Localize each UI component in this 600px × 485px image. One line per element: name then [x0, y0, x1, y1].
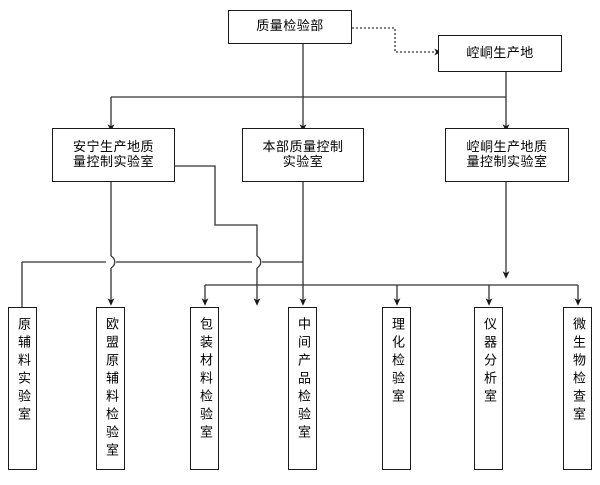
node-root-label: 质量检验部 [256, 19, 324, 35]
node-leaf-eu-raw-material-inspection[interactable]: 欧盟原辅料检验室 [96, 307, 125, 470]
node-lab-kongtong[interactable]: 崆峒生产地质 量控制实验室 [445, 128, 569, 182]
node-lab-anning[interactable]: 安宁生产地质 量控制实验室 [52, 128, 175, 182]
node-leaf-packaging-material-inspection[interactable]: 包装材料检验室 [190, 307, 219, 470]
node-leaf-instrument-analysis-label: 仪器分析室 [481, 317, 496, 407]
node-leaf-microbiology-inspection-label: 微生物检查室 [570, 317, 585, 425]
node-leaf-instrument-analysis[interactable]: 仪器分析室 [474, 307, 503, 470]
node-lab-anning-label: 安宁生产地质 量控制实验室 [72, 139, 154, 170]
node-leaf-raw-material-lab-label: 原辅料实验室 [15, 317, 30, 425]
node-lab-head[interactable]: 本部质量控制 实验室 [242, 128, 364, 182]
node-root[interactable]: 质量检验部 [228, 10, 352, 44]
node-leaf-raw-material-lab[interactable]: 原辅料实验室 [8, 307, 37, 470]
node-site-kongtong[interactable]: 崆峒生产地 [438, 35, 562, 72]
node-leaf-packaging-material-inspection-label: 包装材料检验室 [197, 317, 212, 443]
node-leaf-intermediate-product-inspection[interactable]: 中间产品检验室 [288, 307, 317, 470]
node-leaf-physicochemical-inspection-label: 理化检验室 [389, 317, 404, 407]
node-site-kongtong-label: 崆峒生产地 [466, 45, 534, 61]
node-leaf-microbiology-inspection[interactable]: 微生物检查室 [563, 307, 592, 470]
node-leaf-physicochemical-inspection[interactable]: 理化检验室 [382, 307, 411, 470]
edge-anning-hop [110, 255, 116, 269]
node-leaf-intermediate-product-inspection-label: 中间产品检验室 [295, 317, 310, 443]
node-leaf-eu-raw-material-inspection-label: 欧盟原辅料检验室 [103, 317, 118, 461]
edge-anning-right-hop [256, 255, 262, 269]
node-lab-kongtong-label: 崆峒生产地质 量控制实验室 [466, 139, 548, 170]
edge-root-to-site-dotted [352, 27, 442, 56]
node-lab-head-label: 本部质量控制 实验室 [262, 139, 344, 170]
